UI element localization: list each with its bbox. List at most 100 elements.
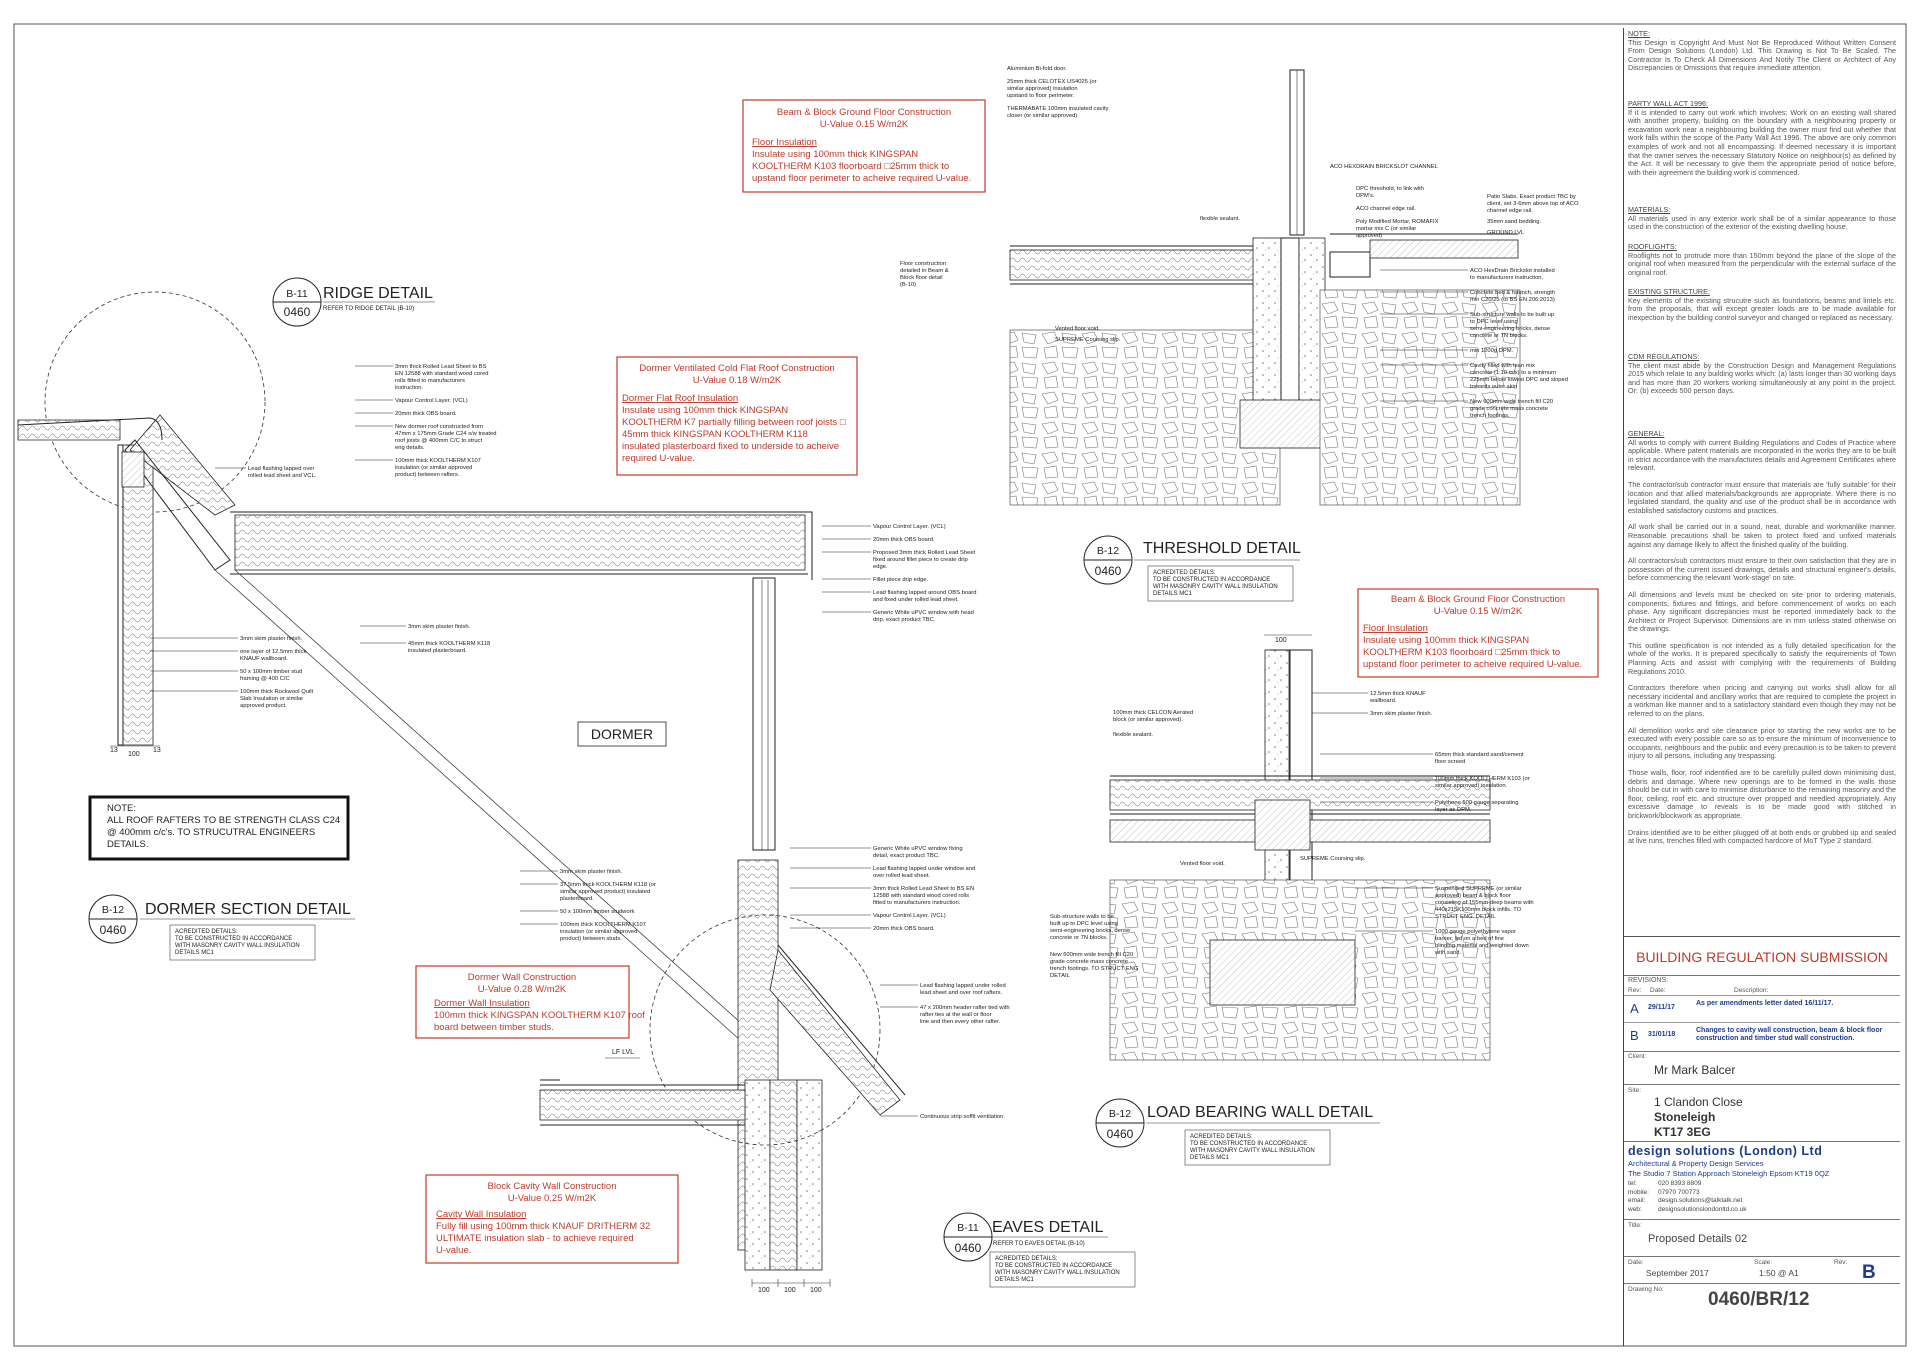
svg-text:Slab Insulation or similar: Slab Insulation or similar [240,696,303,702]
svg-text:product) between studs.: product) between studs. [560,936,622,942]
dormer-section-acred4: DETAILS MC1 [175,950,215,956]
revision-desc: Changes to cavity wall construction, bea… [1696,1027,1883,1042]
svg-text:25mm thick CELOTEX US4025 (or: 25mm thick CELOTEX US4025 (or [1007,79,1097,85]
svg-text:detailed in Beam &: detailed in Beam & [900,268,949,274]
dormer-section-acred3: WITH MASONRY CAVITY WALL INSULATION [175,943,300,949]
threshold-void-annotation: SUPREME Coursing slip. [1055,337,1121,343]
drawing-title: Proposed Details 02 [1648,1233,1748,1245]
svg-text:with sand.: with sand. [1434,950,1461,956]
svg-text:3mm skim plaster finish.: 3mm skim plaster finish. [408,624,471,630]
svg-text:Vented floor void.: Vented floor void. [1180,861,1225,867]
party-wall-heading: PARTY WALL ACT 1996: [1628,99,1709,108]
eaves-right-annotation: Lead flashing lapped under window andove… [790,866,975,879]
svg-text:STRUCT ENG. DETAIL: STRUCT ENG. DETAIL [1435,914,1496,920]
svg-text:Polythene 500 gauge separating: Polythene 500 gauge separating [1435,800,1518,806]
general-text-3: All work shall be carried out in a sound… [1628,522,1896,549]
svg-text:Patio Slabs. Exact product TBC: Patio Slabs. Exact product TBC by [1487,194,1576,200]
svg-text:Proposed 3mm thick Rolled Lead: Proposed 3mm thick Rolled Lead Sheet [873,550,976,556]
svg-text:blinding material and weighted: blinding material and weighted down [1435,943,1529,949]
ridge-annotation: 20mm thick OBS board. [355,411,457,417]
party-wall-section: PARTY WALL ACT 1996: If it is intended t… [1628,99,1896,177]
svg-text:SUPREME Coursing slip.: SUPREME Coursing slip. [1055,337,1121,343]
svg-text:(B-10): (B-10) [900,282,916,288]
svg-text:3mm thick Rolled Lead Sheet to: 3mm thick Rolled Lead Sheet to BS [395,364,487,370]
svg-text:12588 with standard wood cored: 12588 with standard wood cored rolls [873,893,969,899]
svg-text:fitted to manufacturers instru: fitted to manufacturers instruction. [873,900,961,906]
dormer-roof-h1: Dormer Ventilated Cold Flat Roof Constru… [639,363,834,374]
floor-top-l3: upstand floor perimeter to acheive requi… [752,173,971,184]
eaves-acred1: ACREDITED DETAILS: [995,1256,1058,1262]
dim-ridge-13b: 13 [153,747,161,754]
dormer-roof-l3: 45mm thick KINGSPAN KOOLTHERM K118 [622,429,808,440]
threshold-acred1: ACREDITED DETAILS: [1153,570,1216,576]
dormer-roof-l5: required U-value. [622,453,695,464]
dim-ridge-100: 100 [128,751,140,758]
svg-text:insulation (or similar approve: insulation (or similar approved [395,465,472,471]
svg-text:Poly Modified Mortar, ROMAFIX: Poly Modified Mortar, ROMAFIX [1356,219,1439,225]
dormer-section-ref: B-12 [102,904,124,916]
svg-text:DPM's.: DPM's. [1356,193,1375,199]
dim-eaves-1: 100 [758,1287,770,1294]
general-text-7: Contractors therefore when pricing and c… [1628,683,1896,719]
svg-text:Sub-structure walls to be buil: Sub-structure walls to be built up [1470,312,1554,318]
materials-heading: MATERIALS: [1628,205,1671,214]
threshold-dpc-annotation: ACO channel edge rail. [1356,206,1416,212]
eaves-slope-annotation: 47 x 200mm header rafter tied withrafter… [880,1005,1010,1025]
site-line3: KT17 3EG [1654,1125,1711,1139]
threshold-void-annotation: Vented floor void. [1055,326,1100,332]
load-bearing-title: LOAD BEARING WALL DETAIL [1147,1104,1373,1121]
note-section: NOTE: This Design is Copyright And Must … [1628,29,1896,73]
tel-label: tel: [1628,1180,1637,1187]
existing-text: Key elements of the existing strucutre s… [1628,295,1896,322]
threshold-acred4: DETAILS MC1 [1153,591,1193,597]
dormer-section-acred1: ACREDITED DETAILS: [175,929,238,935]
svg-text:framing @ 400 C/C: framing @ 400 C/C [240,676,290,682]
svg-text:approved product.: approved product. [240,703,287,709]
svg-text:insulation (or similar approve: insulation (or similar approved [560,929,637,935]
svg-text:flexible sealant.: flexible sealant. [1200,216,1240,222]
threshold-drawing [1009,69,1521,506]
svg-text:Continuous strip soffit ventil: Continuous strip soffit ventilation. [920,1114,1005,1120]
svg-text:3mm skim plaster finish.: 3mm skim plaster finish. [240,636,303,642]
sheet-border [13,23,1907,1347]
notes-panel: NOTE: This Design is Copyright And Must … [1623,28,1900,1346]
svg-text:3mm skim plaster finish.: 3mm skim plaster finish. [1370,711,1433,717]
roof-right-annotation: Lead flashing lapped around OBS boardand… [822,590,976,603]
svg-text:rolled lead sheet and VCL.: rolled lead sheet and VCL. [248,473,317,479]
svg-text:fixed around fillet piece to c: fixed around fillet piece to create drip [873,557,968,563]
svg-text:to manufacturers instruction.: to manufacturers instruction. [1470,275,1544,281]
cdm-text: The client must abide by the Constructio… [1628,360,1896,396]
rooflights-text: Rooflights not to protrude more than 150… [1628,250,1896,277]
cavity-wall-l2: ULTIMATE insulation slab - to achieve re… [436,1233,634,1244]
svg-text:Generic White uPVC window fixi: Generic White uPVC window fixing [873,846,963,852]
ridge-title: RIDGE DETAIL [323,285,433,302]
dormer-label: DORMER [591,726,653,742]
eaves-acred4: DETAILS MC1 [995,1277,1035,1283]
svg-text:ACO HEXDRAIN BRICKSLOT CHANNEL: ACO HEXDRAIN BRICKSLOT CHANNEL [1330,164,1439,170]
svg-text:similar approved) insulation: similar approved) insulation [1007,86,1078,92]
threshold-left-annotation: THERMABATE 100mm insulated cavitycloser … [1007,106,1108,119]
client-label: Client: [1628,1053,1647,1060]
eaves-left-annotation: 50 x 100mm timber studwork [520,909,635,915]
svg-text:drip, exact product TBC.: drip, exact product TBC. [873,617,936,623]
cavity-wall-sub: Cavity Wall Insulation [436,1209,526,1220]
svg-text:semi-engineering bricks, dense: semi-engineering bricks, dense [1050,928,1130,934]
svg-text:rolls fitted to manufacturers: rolls fitted to manufacturers [395,378,465,384]
floor-top-h1: Beam & Block Ground Floor Construction [777,107,951,118]
svg-text:line and then every other raft: line and then every other rafter. [920,1019,1001,1025]
note-text: This Design is Copyright And Must Not Be… [1628,37,1896,73]
svg-text:20mm thick OBS board.: 20mm thick OBS board. [395,411,457,417]
general-text-6: This outline specification is not intend… [1628,640,1896,676]
svg-text:insulated plasterboard.: insulated plasterboard. [408,648,467,654]
svg-text:440x215X100mm block infills. T: 440x215X100mm block infills. TO [1435,907,1522,913]
svg-text:New 600mm wide trench fill C20: New 600mm wide trench fill C20 [1470,399,1553,405]
svg-text:3mm thick Rolled Lead Sheet to: 3mm thick Rolled Lead Sheet to BS EN [873,886,974,892]
svg-text:min 1200g DPM.: min 1200g DPM. [1470,348,1514,354]
svg-text:channel edge rail.: channel edge rail. [1487,208,1533,214]
load-bearing-marker: B-12 0460 LOAD BEARING WALL DETAIL ACRED… [1095,1098,1380,1166]
